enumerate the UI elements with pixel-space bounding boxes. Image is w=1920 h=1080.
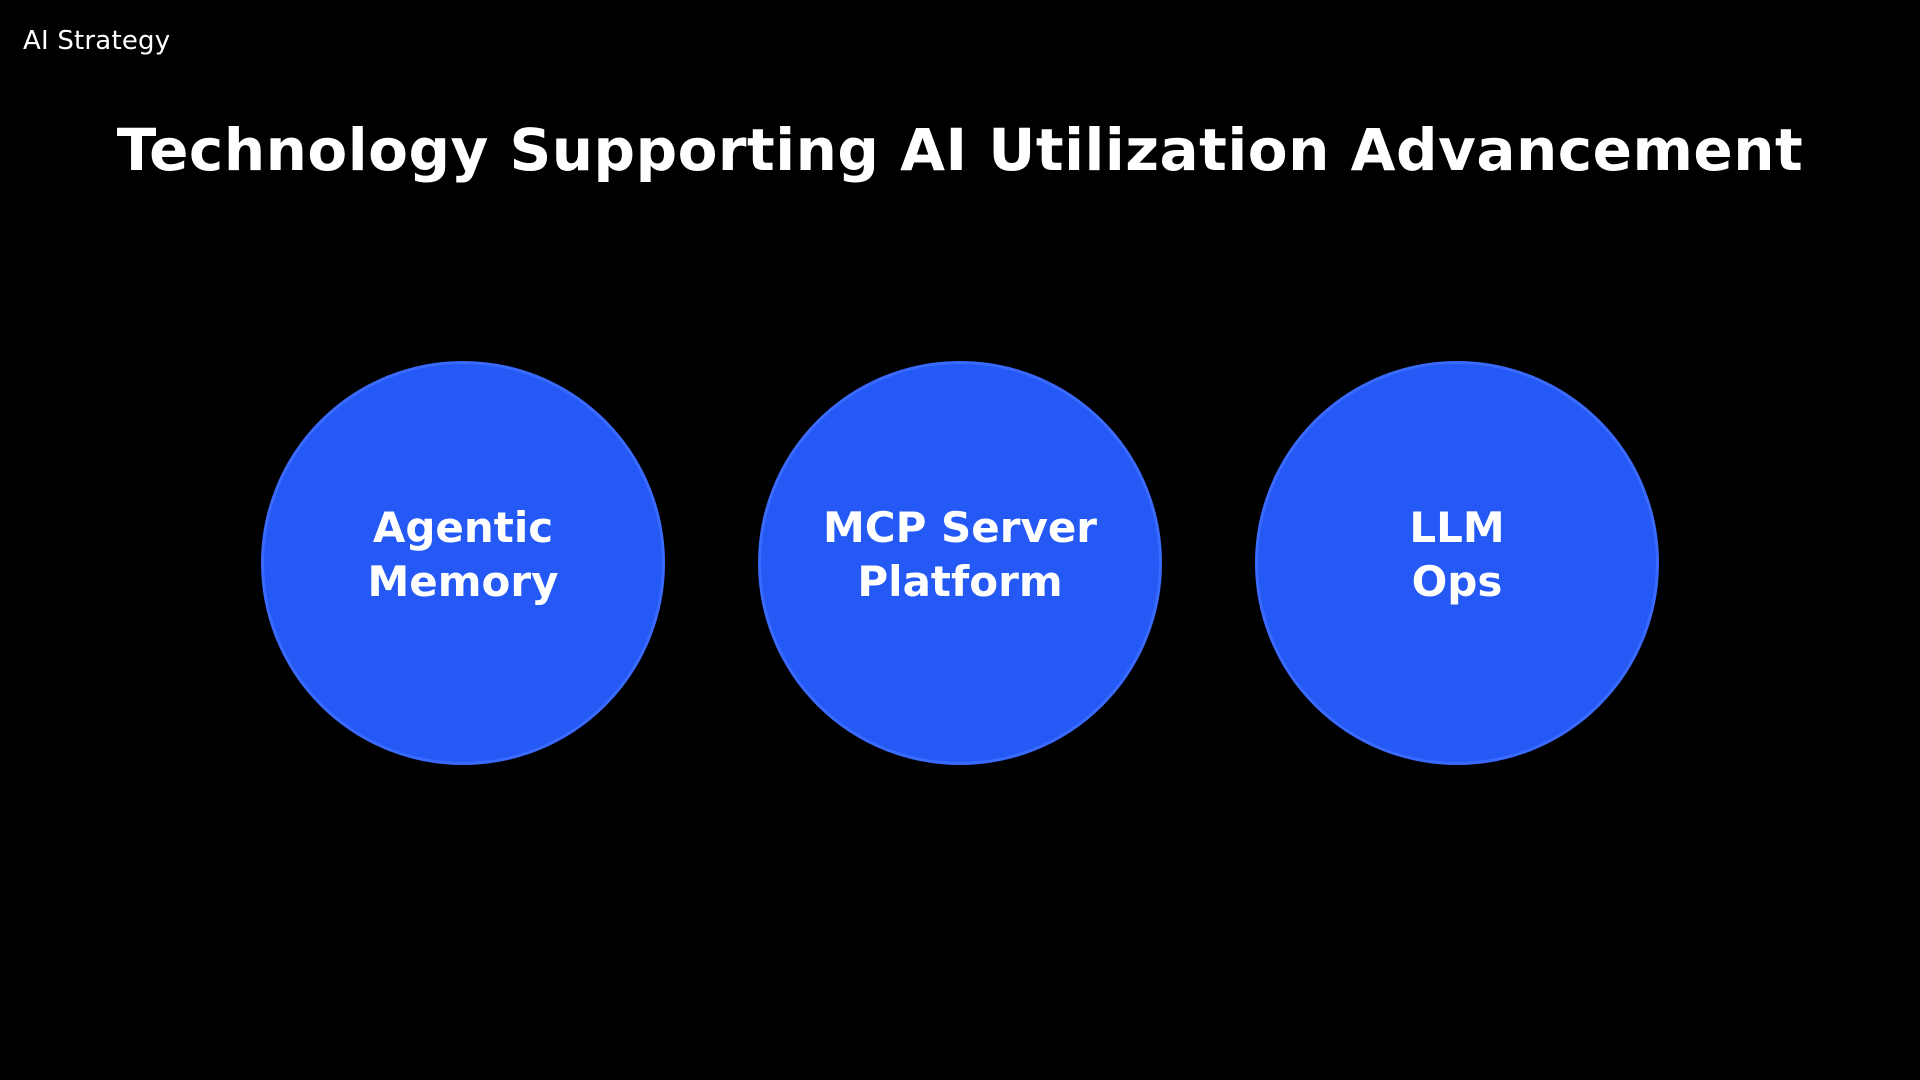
circle-label-line2: Platform [857, 557, 1063, 606]
circle-label-line2: Memory [367, 557, 559, 606]
circle-label: MCP Server Platform [823, 501, 1097, 609]
technology-circles: Agentic Memory MCP Server Platform LLM O… [0, 361, 1920, 765]
circle-label: Agentic Memory [368, 501, 559, 609]
circle-label-line2: Ops [1411, 557, 1503, 606]
circle-label: LLM Ops [1409, 501, 1504, 609]
circle-agentic-memory: Agentic Memory [261, 361, 665, 765]
slide-title: Technology Supporting AI Utilization Adv… [116, 116, 1804, 184]
circle-label-line1: LLM [1409, 503, 1505, 552]
circle-label-line1: MCP Server [822, 503, 1098, 552]
circle-label-line1: Agentic [372, 503, 554, 552]
circle-llm-ops: LLM Ops [1255, 361, 1659, 765]
circle-mcp-server-platform: MCP Server Platform [758, 361, 1162, 765]
section-label: AI Strategy [23, 26, 171, 56]
